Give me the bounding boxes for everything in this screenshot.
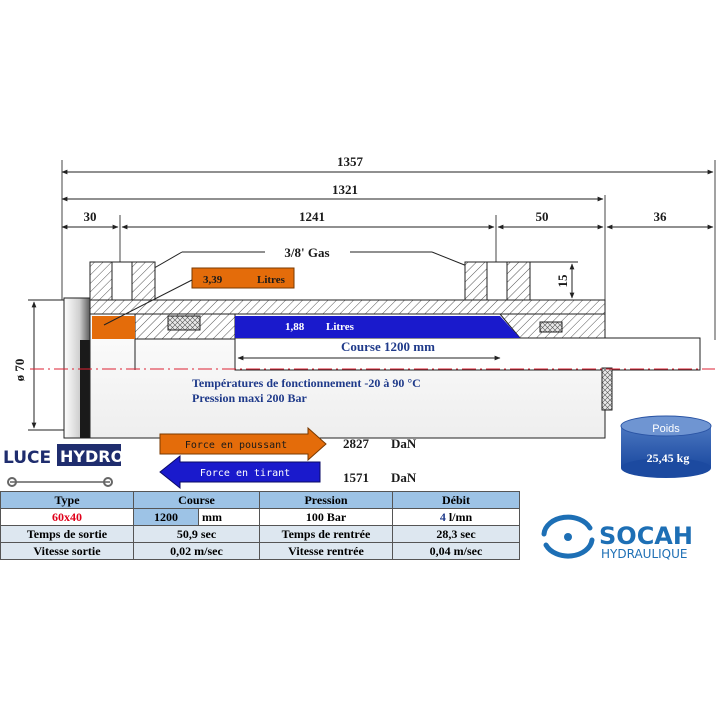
force-push-label: Force en poussant [185, 440, 287, 451]
volume-pull-unit: Litres [326, 321, 355, 333]
value-course-unit: mm [198, 508, 260, 526]
value-debit: 4 l/mn [392, 508, 520, 526]
volume-push-box [191, 267, 295, 289]
force-pull-arrow [159, 454, 321, 490]
note-pressure: Pression maxi 200 Bar [192, 391, 307, 405]
volume-push-value: 3,39 [203, 274, 223, 286]
specs-time-row: Temps de sortie 50,9 sec Temps de rentré… [0, 525, 520, 543]
label-temps-sortie: Temps de sortie [0, 525, 134, 543]
force-push-value: 2827 [343, 436, 370, 451]
port-right [464, 261, 531, 301]
dim-port-height: 15 [555, 274, 570, 288]
hydro-text: HYDRO [60, 447, 124, 466]
force-pull-label: Force en tirant [200, 468, 290, 479]
specs-table: Type Course Pression Débit 60x40 1200 mm… [0, 491, 520, 560]
value-type: 60x40 [0, 508, 134, 526]
value-temps-rentree: 28,3 sec [392, 525, 520, 543]
header-pression: Pression [259, 491, 393, 509]
header-course: Course [133, 491, 260, 509]
specs-header-row: Type Course Pression Débit [0, 491, 520, 509]
chamber-pull [235, 316, 520, 338]
dim-left-offset: 30 [84, 209, 97, 224]
dim-overall: 1357 [337, 154, 364, 169]
value-debit-unit: l/mn [448, 509, 473, 524]
volume-push-leader [103, 279, 193, 326]
socah-sub: HYDRAULIQUE [601, 547, 687, 561]
value-vitesse-sortie: 0,02 m/sec [133, 542, 260, 560]
label-temps-rentree: Temps de rentrée [259, 525, 393, 543]
volume-pull-value: 1,88 [285, 321, 305, 333]
luce-text: LUCE [3, 448, 51, 468]
socah-name: SOCAH [599, 522, 693, 550]
force-push-unit: DaN [391, 436, 417, 451]
label-vitesse-sortie: Vitesse sortie [0, 542, 134, 560]
luce-hydro-logo [0, 440, 126, 487]
force-pull-unit: DaN [391, 470, 417, 485]
socah-logo [541, 514, 595, 559]
value-debit-number: 4 [439, 509, 446, 524]
port-left [89, 261, 156, 301]
value-vitesse-rentree: 0,04 m/sec [392, 542, 520, 560]
chamber-push [92, 316, 135, 339]
port-label: 3/8' Gas [284, 245, 329, 260]
force-pull-value: 1571 [343, 470, 369, 485]
dim-body: 1321 [332, 182, 358, 197]
dim-right-offset: 50 [536, 209, 549, 224]
force-push-arrow [159, 426, 327, 462]
weight-value: 25,45 kg [647, 451, 690, 465]
stroke-label: Course 1200 mm [341, 339, 435, 354]
value-course: 1200 [133, 508, 199, 526]
header-type: Type [0, 491, 134, 509]
dim-between-ports: 1241 [299, 209, 325, 224]
weight-label: Poids [652, 423, 680, 435]
dim-rod-end: 36 [654, 209, 668, 224]
volume-push-unit: Litres [257, 274, 286, 286]
header-debit: Débit [392, 491, 520, 509]
value-temps-sortie: 50,9 sec [133, 525, 260, 543]
label-vitesse-rentree: Vitesse rentrée [259, 542, 393, 560]
note-temperature: Températures de fonctionnement -20 à 90 … [192, 376, 421, 390]
specs-values-row: 60x40 1200 mm 100 Bar 4 l/mn [0, 508, 520, 526]
dim-diameter: ø 70 [12, 359, 27, 382]
extension-lines [61, 160, 716, 340]
value-pression: 100 Bar [259, 508, 393, 526]
weight-drum [620, 415, 712, 478]
specs-speed-row: Vitesse sortie 0,02 m/sec Vitesse rentré… [0, 542, 520, 560]
